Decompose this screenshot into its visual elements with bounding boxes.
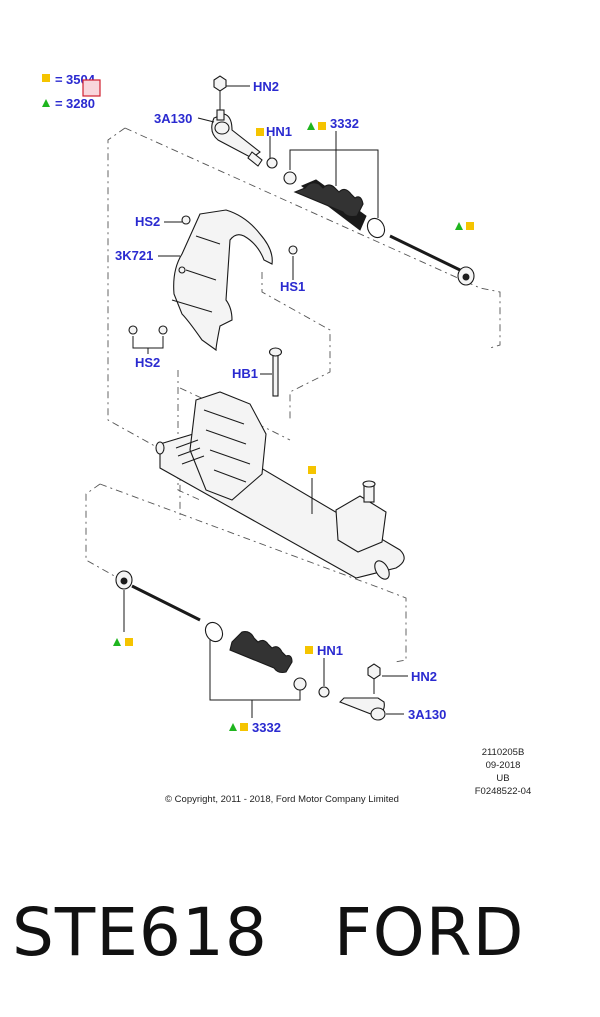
upper-inner-tie-rod	[389, 234, 475, 286]
meta-code: 2110205B	[482, 747, 525, 758]
steering-rack	[155, 391, 405, 580]
leader-lines	[123, 85, 408, 718]
svg-text:=: =	[55, 96, 63, 111]
triangle-marker-boot-bottom	[229, 723, 237, 731]
upper-tie-rod-end	[211, 75, 297, 185]
lower-tie-rod-end	[339, 663, 386, 721]
label-3a130-top: 3A130	[154, 111, 192, 126]
legend: = 3504 = 3280	[42, 72, 101, 111]
label-3k721: 3K721	[115, 248, 153, 263]
label-hn1-bottom: HN1	[317, 643, 343, 658]
label-hn2-top: HN2	[253, 79, 279, 94]
triangle-marker-rod-top	[455, 222, 463, 230]
label-3332-bottom: 3332	[252, 720, 281, 735]
shield-left-outline	[177, 370, 201, 501]
drawing-meta: 2110205B 09-2018 UB F0248522-04	[475, 747, 532, 797]
hs1-bolt	[288, 245, 298, 255]
legend-triangle-icon	[42, 99, 50, 107]
clamp-bottom	[293, 677, 307, 691]
bolts	[128, 215, 298, 397]
meta-date: 09-2018	[486, 760, 521, 771]
square-marker-rack	[308, 466, 316, 474]
hs2-bolt-right	[158, 325, 168, 335]
part-number: STE618	[12, 894, 268, 971]
copyright-text: © Copyright, 2011 - 2018, Ford Motor Com…	[165, 794, 399, 805]
label-hs2-bottom: HS2	[135, 355, 160, 370]
lower-right-outline	[99, 483, 407, 663]
hs2-bolt-top	[181, 215, 191, 225]
square-marker-rod-bottom	[125, 638, 133, 646]
upper-right-outline	[124, 127, 501, 349]
square-marker-hn1-bottom	[305, 646, 313, 654]
hn1-nut-top	[266, 157, 278, 169]
hs2-bolt-left	[128, 325, 138, 335]
hb1-bolt	[272, 353, 279, 397]
markers	[113, 122, 474, 731]
part-caption: STE618 FORD	[12, 888, 600, 978]
meta-region: UB	[496, 773, 509, 784]
label-hs2-top: HS2	[135, 214, 160, 229]
clamp-top	[283, 171, 297, 185]
part-labels: HN2 3A130 HN1 3332 HS2 3K721 HS1 HS2 HB1…	[115, 79, 446, 735]
label-3332-top: 3332	[330, 116, 359, 131]
label-hs1: HS1	[280, 279, 305, 294]
label-hn2-bottom: HN2	[411, 669, 437, 684]
upper-boot	[293, 179, 386, 239]
lower-inner-tie-rod	[115, 570, 201, 622]
heat-shield	[171, 209, 273, 352]
legend-triangle-value: 3280	[66, 96, 95, 111]
lower-boot	[204, 621, 330, 698]
triangle-marker-rod-bottom	[113, 638, 121, 646]
square-marker-boot-top	[318, 122, 326, 130]
brand-name: FORD	[333, 894, 525, 971]
parts-diagram: = 3504 = 3280	[42, 72, 532, 805]
assembly-outlines	[85, 127, 501, 663]
lower-outline	[85, 483, 119, 579]
label-hn1-top: HN1	[266, 124, 292, 139]
label-hb1: HB1	[232, 366, 258, 381]
legend-square-icon	[42, 74, 50, 82]
square-marker-rod-top	[466, 222, 474, 230]
svg-text:=: =	[55, 72, 63, 87]
shield-outline	[261, 272, 331, 420]
upper-outline	[107, 127, 181, 520]
square-marker-hn1-top	[256, 128, 264, 136]
label-3a130-bottom: 3A130	[408, 707, 446, 722]
square-marker-boot-bottom	[240, 723, 248, 731]
meta-figure: F0248522-04	[475, 786, 532, 797]
mid-outline	[179, 387, 291, 441]
hn1-nut-bottom	[318, 686, 330, 698]
highlight-box-icon	[82, 79, 101, 97]
triangle-marker-boot-top	[307, 122, 315, 130]
